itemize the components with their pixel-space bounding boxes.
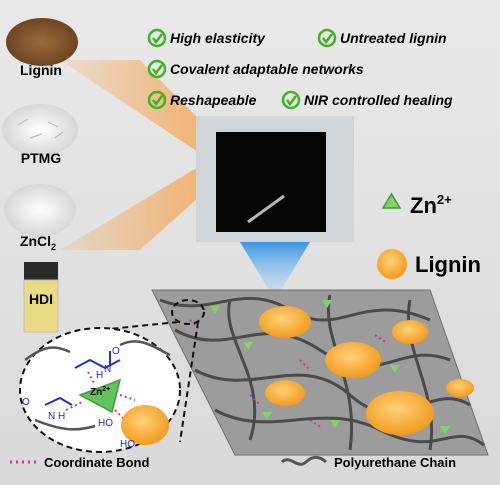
lignin-particle xyxy=(446,379,474,397)
zn-particle xyxy=(243,342,253,350)
check-mark xyxy=(152,64,163,76)
zoom-beam xyxy=(240,242,310,300)
check-icon xyxy=(317,28,337,48)
lignin-particle xyxy=(366,391,434,435)
lignin-particle xyxy=(392,320,428,344)
hydroxyl-label: HO xyxy=(120,439,135,450)
molecule-detail: H N O N H O Zn2+ HO HO xyxy=(22,340,171,450)
lignin-particle xyxy=(325,342,381,378)
zn-legend-icon xyxy=(381,192,402,209)
check-mark xyxy=(286,95,297,107)
zn-particle xyxy=(322,300,332,308)
zncl2-sample xyxy=(4,184,76,236)
zn-center-label: Zn2+ xyxy=(90,386,110,398)
coordinate-bond-legend-label: Coordinate Bond xyxy=(44,455,149,470)
polyurethane-chain-legend-label: Polyurethane Chain xyxy=(334,455,456,470)
material-label-lignin: Lignin xyxy=(20,62,62,78)
zn-particle xyxy=(262,412,272,420)
check-mark xyxy=(152,95,163,107)
zn-particle xyxy=(440,426,450,434)
feature-covalent-adaptable-networks: Covalent adaptable networks xyxy=(170,61,364,77)
lignin-legend-label: Lignin xyxy=(415,252,481,277)
check-icon xyxy=(147,90,167,110)
zn-particle xyxy=(330,420,340,428)
check-mark xyxy=(322,33,333,45)
atom-h-lower: H xyxy=(58,411,65,422)
film-photo xyxy=(196,116,354,242)
zoom-source-circle xyxy=(171,299,205,325)
check-icon xyxy=(147,28,167,48)
check-mark xyxy=(152,33,163,45)
lignin-particle xyxy=(259,306,311,338)
hydroxyl-label: HO xyxy=(98,418,113,429)
feature-high-elasticity: High elasticity xyxy=(170,30,266,46)
feature-reshapeable: Reshapeable xyxy=(170,92,257,108)
feature-list: High elasticity Untreated lignin Covalen… xyxy=(147,28,453,110)
lignin-sample xyxy=(6,18,78,66)
atom-n-lower: N xyxy=(48,411,55,422)
feature-nir-controlled-healing: NIR controlled healing xyxy=(304,92,453,108)
check-icon xyxy=(147,59,167,79)
hdi-vial xyxy=(23,262,59,333)
atom-o: O xyxy=(112,346,120,357)
atom-n: N xyxy=(104,364,111,375)
check-icon xyxy=(281,90,301,110)
lignin-legend-icon xyxy=(377,249,407,279)
network-sheet xyxy=(151,289,489,456)
lignin-particle xyxy=(265,380,305,406)
atom-h: H xyxy=(96,370,103,381)
material-label-hdi: HDI xyxy=(29,291,53,307)
material-label-ptmg: PTMG xyxy=(21,150,62,166)
zn-particle xyxy=(210,306,220,314)
lignin-particle-detail xyxy=(121,405,169,445)
feature-untreated-lignin: Untreated lignin xyxy=(340,30,447,46)
ptmg-sample xyxy=(2,104,78,156)
polyurethane-chain-legend-icon xyxy=(280,455,328,466)
atom-o-lower: O xyxy=(22,397,30,408)
zn-legend-label: Zn2+ xyxy=(410,192,452,218)
material-label-zncl2: ZnCl2 xyxy=(20,233,56,252)
zn-center xyxy=(78,378,122,414)
zn-particle xyxy=(390,365,400,373)
tweezers xyxy=(247,194,285,224)
